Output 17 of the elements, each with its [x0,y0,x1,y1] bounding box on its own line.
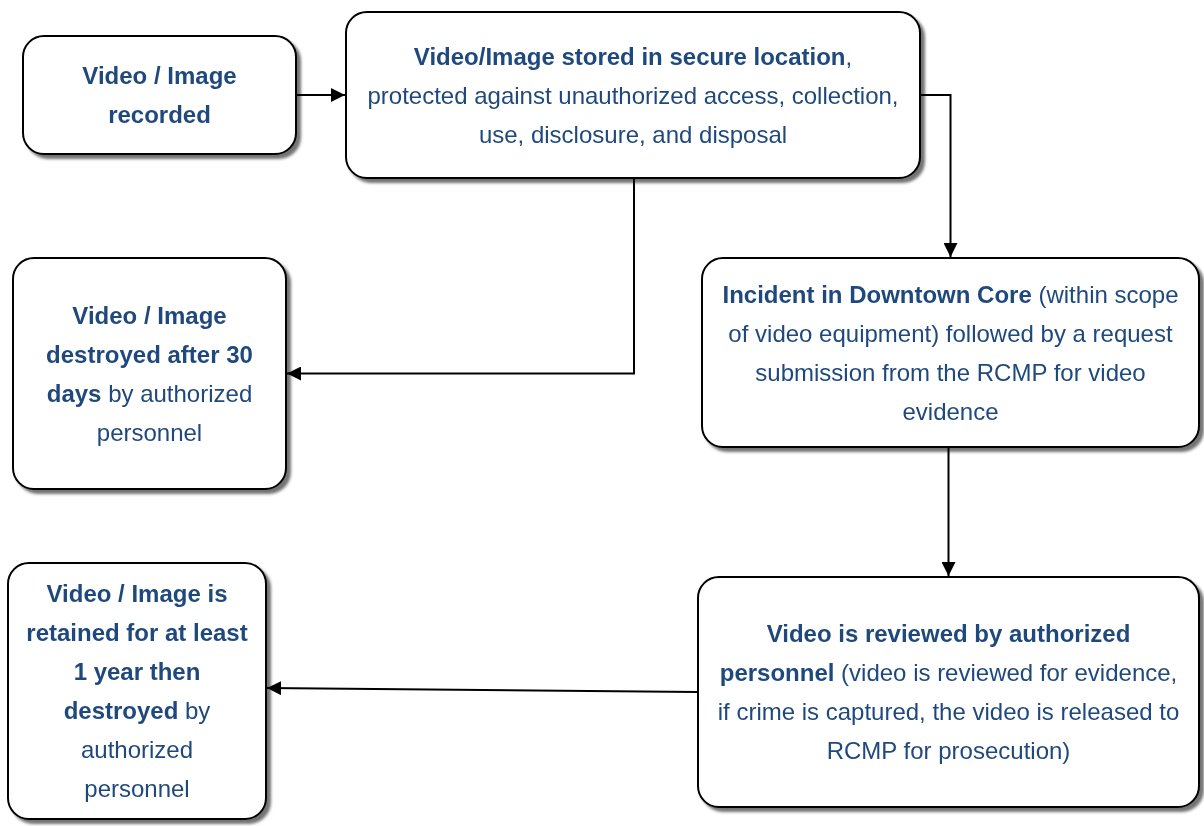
arrow [286,178,635,381]
box-text: Video / Image destroyed after 30 days by authorized personnel [45,300,254,448]
box-text: Incident in Downtown Core (within scope of video equipment) followed by a request submission from the RCMP for video evidence [721,279,1180,427]
box-text: Video / Image is retained for at least 1 year then destroyed by authorized personnel [25,579,249,804]
box-text: Video is reviewed by authorized personnel (video is reviewed for evidence, if crime is captured, the video is released to RCMP for prosecution) [716,619,1181,766]
process-box [12,257,287,490]
arrow [920,94,958,258]
box-text: Video/Image stored in secure location, protected against unauthorized access, collection, use, disclosure, and disposal [366,41,900,150]
process-box [697,576,1200,808]
arrow [941,447,956,577]
process-box [701,257,1200,448]
process-box [7,562,267,820]
process-box [22,35,297,155]
arrow [296,88,346,102]
box-text: Video / Image recorded [81,61,238,130]
process-box [345,11,921,179]
arrow [266,681,698,696]
